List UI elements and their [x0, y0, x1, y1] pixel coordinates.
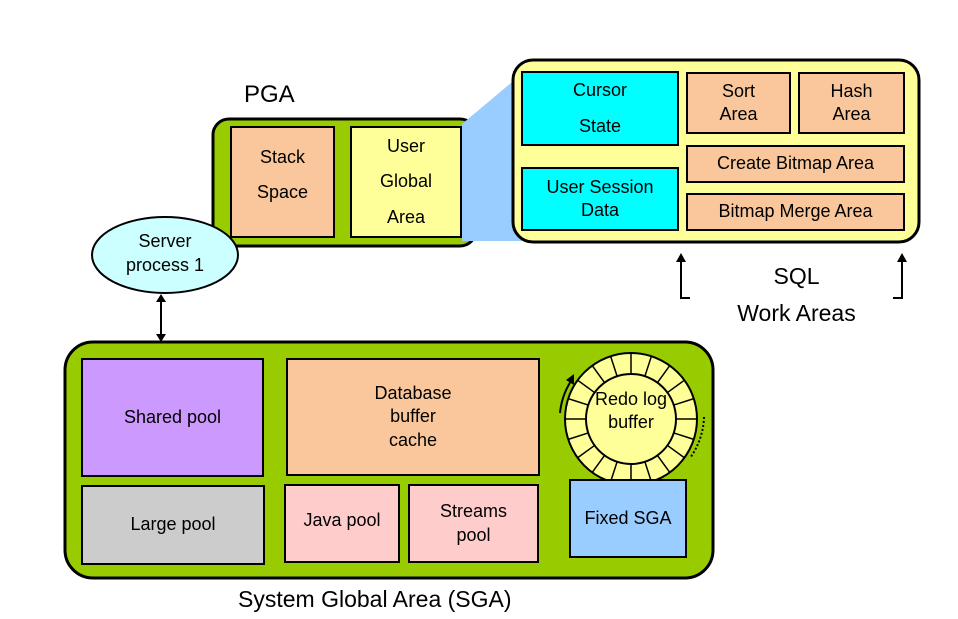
pga-title: PGA [244, 81, 295, 108]
hash-area-box: Hash Area [798, 72, 905, 134]
bitmap-merge-area-box: Bitmap Merge Area [686, 193, 905, 231]
redo-ring-segment-divider [567, 432, 589, 441]
fixed-sga-box: Fixed SGA [569, 479, 687, 558]
redo-ring-segment-divider [644, 355, 653, 377]
redo-ring-segment-divider [591, 454, 606, 473]
redo-log-buffer-label: Redo log buffer [594, 389, 668, 433]
redo-ring-segment-divider [656, 454, 671, 473]
bracket-arrow-left [676, 253, 686, 262]
large-pool-box: Large pool [81, 485, 265, 565]
connector-arrow-up [156, 294, 166, 302]
redo-ring-segment-divider [666, 444, 685, 459]
redo-ring-segment-divider [644, 461, 653, 483]
sql-work-areas-bracket-right [893, 260, 903, 299]
server-process-label: Server process 1 [125, 231, 205, 276]
redo-log-ring [564, 352, 698, 486]
sql-work-areas-bracket [680, 260, 690, 299]
bracket-arrow-right [897, 253, 907, 262]
server-process-ellipse [91, 216, 239, 294]
redo-rotation-arrow-right [689, 416, 705, 459]
user-global-area-box: User Global Area [350, 126, 462, 238]
java-pool-box: Java pool [284, 484, 400, 563]
database-buffer-cache-box: Database buffer cache [286, 358, 540, 476]
sort-area-box: Sort Area [686, 72, 791, 134]
sga-title: System Global Area (SGA) [238, 586, 512, 612]
redo-ring-segment-divider [673, 432, 695, 441]
sql-work-areas-label: SQL Work Areas [737, 263, 856, 326]
redo-rotation-arrowhead [566, 374, 574, 385]
redo-ring-segment-divider [567, 397, 589, 406]
redo-ring-segment-divider [656, 365, 671, 384]
streams-pool-box: Streams pool [408, 484, 539, 563]
shared-pool-box: Shared pool [81, 358, 264, 477]
stack-space-box: Stack Space [230, 126, 335, 238]
redo-ring-segment-divider [609, 461, 618, 483]
user-session-data-box: User Session Data [521, 167, 679, 231]
connector-arrow-down [156, 334, 166, 342]
create-bitmap-area-box: Create Bitmap Area [686, 145, 905, 183]
redo-ring-segment-divider [577, 379, 596, 394]
redo-ring-segment-divider [666, 379, 685, 394]
redo-ring-segment-divider [673, 397, 695, 406]
redo-ring-segment-divider [591, 365, 606, 384]
redo-ring-segment-divider [577, 444, 596, 459]
cursor-state-box: Cursor State [521, 71, 679, 146]
redo-ring-segment-divider [609, 355, 618, 377]
